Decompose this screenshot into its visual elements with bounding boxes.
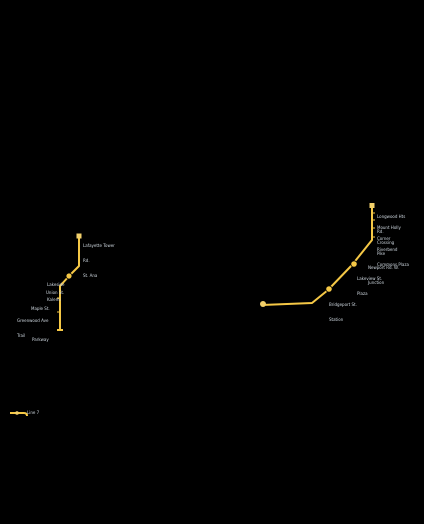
station-label-parkway: Parkway (32, 337, 49, 342)
station-terminus-marker[interactable] (369, 203, 375, 208)
station-start-marker[interactable] (260, 301, 266, 307)
station-end-marker[interactable] (57, 329, 63, 331)
left-station-ticks (57, 297, 60, 313)
station-label-union: Union St. (46, 290, 65, 295)
station-label-lakeside: Lakeside Kalemi (47, 282, 65, 302)
station-label-greenwood: Greenwood Ave Trail (17, 318, 49, 338)
station-label-longwood: Longwood Hts Rd. (377, 214, 406, 234)
station-label-maple: Maple St. (31, 306, 50, 311)
station-interchange-marker[interactable] (325, 285, 333, 293)
right-station-ticks (372, 212, 375, 238)
station-label-lakeview: Lakeview St. Plaza (357, 276, 383, 296)
station-interchange-marker[interactable] (350, 260, 358, 268)
station-label-riverbend: Riverbend Commons Plaza (377, 247, 409, 267)
station-label-bridgeport: Bridgeport St. Station (329, 302, 357, 322)
legend-swatch (10, 411, 28, 417)
station-label-lafayette: Lafayette Tower Rd. St. Ana (83, 243, 115, 278)
station-label-newport: Newport Rd. W. Junction (368, 265, 399, 285)
station-label-mount-holly: Mount Holly Crossing (377, 225, 401, 245)
station-label-corner: Corner Pike (377, 236, 391, 256)
station-interchange-marker[interactable] (65, 272, 73, 280)
station-terminus-marker[interactable] (76, 233, 82, 239)
right-route-line (261, 206, 373, 306)
legend-label: Line 7 (27, 410, 40, 415)
